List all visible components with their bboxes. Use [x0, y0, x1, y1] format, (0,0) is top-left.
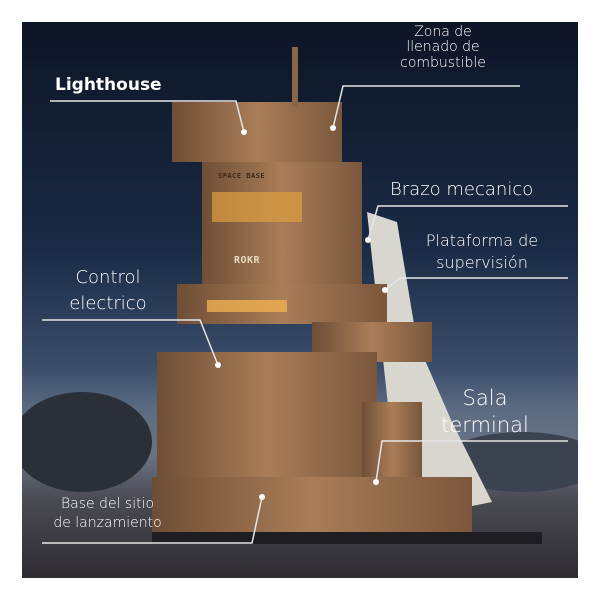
label-line: de lanzamiento	[53, 514, 162, 531]
label-line: terminal	[441, 413, 529, 438]
launch-tower-model	[22, 47, 578, 544]
leader-line-lighthouse	[50, 100, 245, 133]
label-line: supervisión	[436, 253, 528, 273]
label-line: Base del sitio	[60, 496, 155, 512]
model-marking-rokr: ROKR	[234, 255, 261, 266]
label-line: electrico	[69, 293, 147, 315]
model-marking-space-base: SPACE BASE	[218, 172, 266, 180]
tower-upper	[202, 162, 362, 287]
product-photo: SPACE BASE ROKR	[22, 22, 578, 578]
launch-base	[152, 477, 472, 537]
leader-line-arm	[367, 205, 568, 241]
label-line: Sala	[462, 386, 508, 410]
leader-line-base	[42, 496, 263, 544]
label-arm: Brazo mecanico	[390, 179, 534, 200]
tower-lower	[157, 352, 377, 492]
label-lighthouse: Lighthouse	[55, 75, 162, 95]
label-line: llenado de	[406, 39, 480, 56]
label-terminal: Sala terminal	[435, 385, 535, 440]
leader-line-fuel	[332, 85, 520, 129]
label-line: Plataforma de	[425, 231, 539, 250]
label-line: Zona de	[414, 24, 472, 40]
label-fuel-zone: Zona de llenado de combustible	[388, 24, 498, 71]
leader-line-platform	[384, 277, 568, 291]
leader-line-control	[42, 319, 219, 366]
label-line: Control	[75, 267, 141, 288]
label-base: Base del sitio de lanzamiento	[40, 495, 175, 533]
label-platform: Plataforma de supervisión	[412, 230, 552, 275]
lighthouse-top	[172, 102, 342, 162]
label-control: Control electrico	[58, 265, 158, 317]
leader-line-terminal	[375, 440, 568, 483]
label-line: combustible	[400, 54, 486, 71]
rock	[22, 392, 152, 492]
